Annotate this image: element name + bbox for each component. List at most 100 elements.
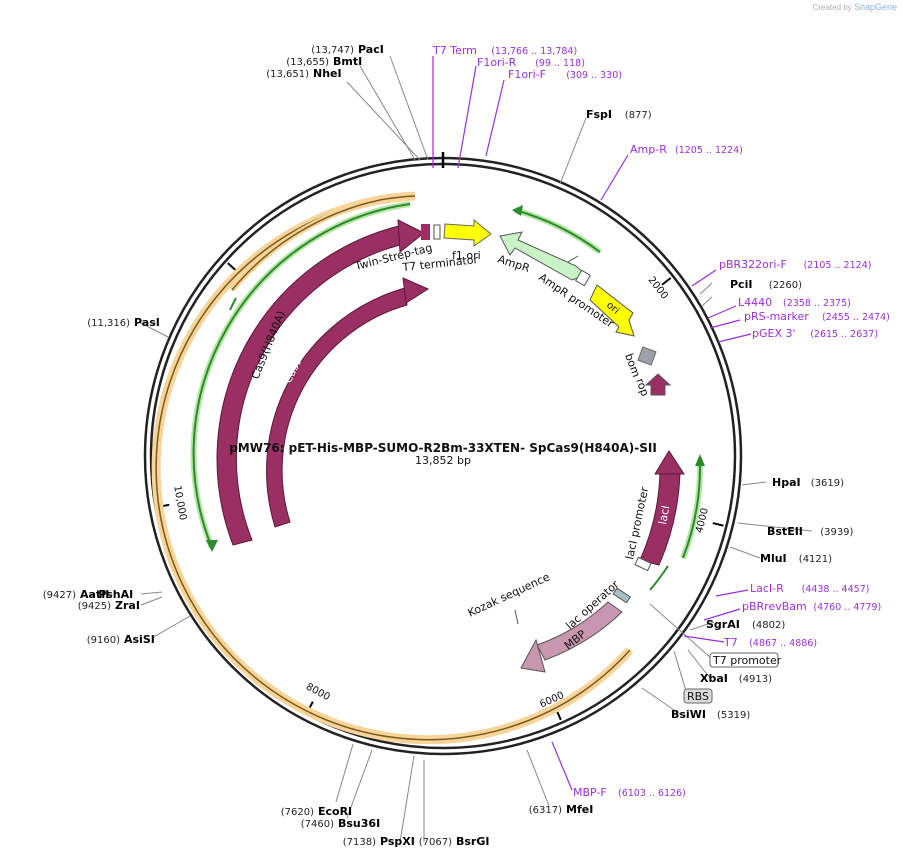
enzyme-name: BsiWI	[671, 708, 706, 721]
primer-name: pBRrevBam	[742, 600, 807, 613]
primer-name: Amp-R	[630, 143, 667, 156]
enzyme-site: PciI(2260)	[730, 278, 802, 291]
orf-arc-top-head	[512, 205, 523, 216]
enzyme-name: NheI	[313, 67, 342, 80]
enzyme-site: HpaI(3619)	[772, 476, 844, 489]
enzyme-site: FspI(877)	[586, 108, 652, 121]
primer-site: pGEX 3' (2615 .. 2637)	[752, 327, 878, 340]
enzyme-pos: (9160)	[87, 635, 120, 646]
primer-name: F1ori-R	[477, 56, 517, 69]
orf-arc-top	[514, 209, 601, 253]
mbp-arrowhead	[520, 638, 546, 673]
enzyme-name: PciI	[730, 278, 752, 291]
primer-range: (1205 .. 1224)	[675, 145, 743, 156]
enzyme-site: BstEII (3939)	[767, 525, 854, 538]
tick-mark	[712, 522, 724, 527]
primer-range: (4438 .. 4457)	[802, 584, 870, 595]
enzyme-pos: (9427)	[43, 590, 76, 601]
enzyme-name: XbaI	[700, 672, 728, 685]
enzyme-pos: (4802)	[752, 620, 785, 631]
tick-label: 2000	[645, 275, 669, 302]
primer-range: (2455 .. 2474)	[822, 312, 890, 323]
enzyme-site: PacI (13,747)	[311, 43, 384, 56]
enzyme-pos: (7138)	[343, 837, 376, 848]
enzyme-name: PasI	[134, 316, 160, 329]
kozak-connector	[514, 609, 519, 625]
twin-strep-tag-box	[421, 224, 430, 240]
enzyme-site: BsiWI(5319)	[671, 708, 750, 721]
enzyme-pos: (7620)	[281, 807, 314, 818]
primer-name: MBP-F	[573, 786, 607, 799]
ampr-label: AmpR	[496, 252, 532, 275]
tick-label: 8000	[304, 682, 332, 704]
enzyme-site: ZraI(9425)	[78, 599, 140, 612]
primer-site: F1ori-F(309 .. 330)	[508, 68, 622, 81]
orf-arc-left-head	[206, 540, 218, 552]
primer-name: LacI-R	[750, 582, 784, 595]
cas9-arrowhead	[402, 277, 430, 304]
enzyme-pos: (13,655)	[286, 57, 329, 68]
primer-name: T7 Term	[432, 44, 477, 57]
enzyme-name: AsiSI	[124, 633, 155, 646]
enzyme-name: FspI	[586, 108, 612, 121]
enzyme-name: PacI	[358, 43, 384, 56]
primer-name: pBR322ori-F	[719, 258, 787, 271]
enzyme-pos: (3939)	[820, 527, 853, 538]
enzyme-pos: (13,747)	[311, 45, 354, 56]
primer-site: Amp-R (1205 .. 1224)	[630, 143, 743, 156]
enzyme-site: MluI (4121)	[760, 552, 832, 565]
orf-arc-right-small	[649, 565, 669, 591]
f1-ori-label: f1 ori	[452, 249, 481, 262]
enzyme-pos: (4121)	[799, 554, 832, 565]
enzyme-pos: (13,651)	[266, 69, 309, 80]
connector-lines	[138, 55, 813, 843]
enzyme-site: BmtI(13,655)	[286, 55, 362, 68]
primer-site: MBP-F (6103 .. 6126)	[573, 786, 686, 799]
primer-range: (4760 .. 4779)	[813, 602, 881, 613]
enzyme-pos: (11,316)	[87, 318, 130, 329]
primer-site: F1ori-R (99 .. 118)	[477, 56, 585, 69]
enzyme-name: PspXI	[380, 835, 415, 848]
enzyme-pos: (9425)	[78, 601, 111, 612]
enzyme-site: BsrGI (7067)	[419, 835, 490, 848]
primer-range: (4867 .. 4886)	[749, 638, 817, 649]
rop-arrow	[644, 373, 672, 396]
f1-ori-arrow	[443, 218, 492, 247]
plasmid-name: pMW76: pET-His-MBP-SUMO-R2Bm-33XTEN- SpC…	[229, 441, 657, 455]
ampr-arrow	[499, 231, 587, 281]
primer-site: T7 (4867 .. 4886)	[723, 636, 817, 649]
laci-label: lacI	[656, 504, 672, 525]
primer-range: (2615 .. 2637)	[810, 329, 878, 340]
primer-range: (99 .. 118)	[535, 58, 585, 69]
ori-arrow	[589, 284, 635, 337]
orf-arc-right-glow	[680, 459, 704, 560]
enzyme-layer: PacI (13,747)BmtI(13,655)NheI (13,651) FspI…	[43, 43, 854, 848]
enzyme-name: BstEII	[767, 525, 803, 538]
ampr-promoter-box	[574, 269, 592, 287]
cas9-h840a-arrowhead	[397, 219, 425, 253]
enzyme-pos: (7067)	[419, 837, 452, 848]
orange-band-top-line	[231, 199, 381, 291]
enzyme-name: MluI	[760, 552, 787, 565]
t7-terminator-box	[433, 224, 441, 240]
enzyme-pos: (4913)	[739, 674, 772, 685]
primer-name: pGEX 3'	[752, 327, 796, 340]
t7-promoter-box	[709, 652, 779, 668]
primer-site: pBRrevBam (4760 .. 4779)	[742, 600, 881, 613]
orange-band-line	[155, 195, 631, 741]
enzyme-name: - PshAI	[90, 588, 133, 601]
primer-range: (6103 .. 6126)	[618, 788, 686, 799]
enzyme-pos: (3619)	[811, 478, 844, 489]
primer-name: T7	[723, 636, 738, 649]
tick-label: 10,000	[171, 485, 188, 521]
enzyme-name: Bsu36I	[338, 817, 380, 830]
rbs-box	[683, 688, 713, 704]
enzyme-name: BsrGI	[456, 835, 489, 848]
rbs-label: RBS	[687, 690, 709, 703]
orf-arc-right-head	[695, 454, 705, 466]
enzyme-site: EcoRI(7620)	[281, 805, 352, 818]
snapgene-logo: SnapGene	[853, 2, 897, 12]
plasmid-length: 13,852 bp	[415, 454, 471, 467]
primer-site: T7 Term(13,766 .. 13,784)	[432, 44, 577, 57]
primer-site: pBR322ori-F(2105 .. 2124)	[719, 258, 871, 271]
